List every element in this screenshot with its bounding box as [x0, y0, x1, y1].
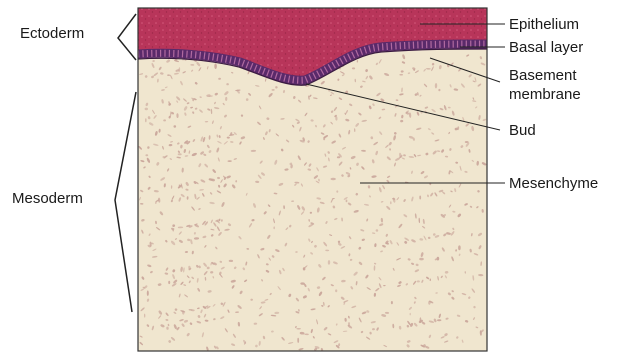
- mesoderm-label: Mesoderm: [12, 190, 83, 207]
- basal-layer-label: Basal layer: [509, 39, 583, 56]
- mesoderm-bracket: [115, 92, 136, 312]
- epithelium-label: Epithelium: [509, 16, 579, 33]
- bud-label: Bud: [509, 122, 536, 139]
- basement-membrane-label-line1: Basement: [509, 67, 577, 84]
- basement-membrane-label-line2: membrane: [509, 86, 581, 103]
- ectoderm-label: Ectoderm: [20, 25, 84, 42]
- ectoderm-bracket: [118, 14, 136, 60]
- mesenchyme-label: Mesenchyme: [509, 175, 598, 192]
